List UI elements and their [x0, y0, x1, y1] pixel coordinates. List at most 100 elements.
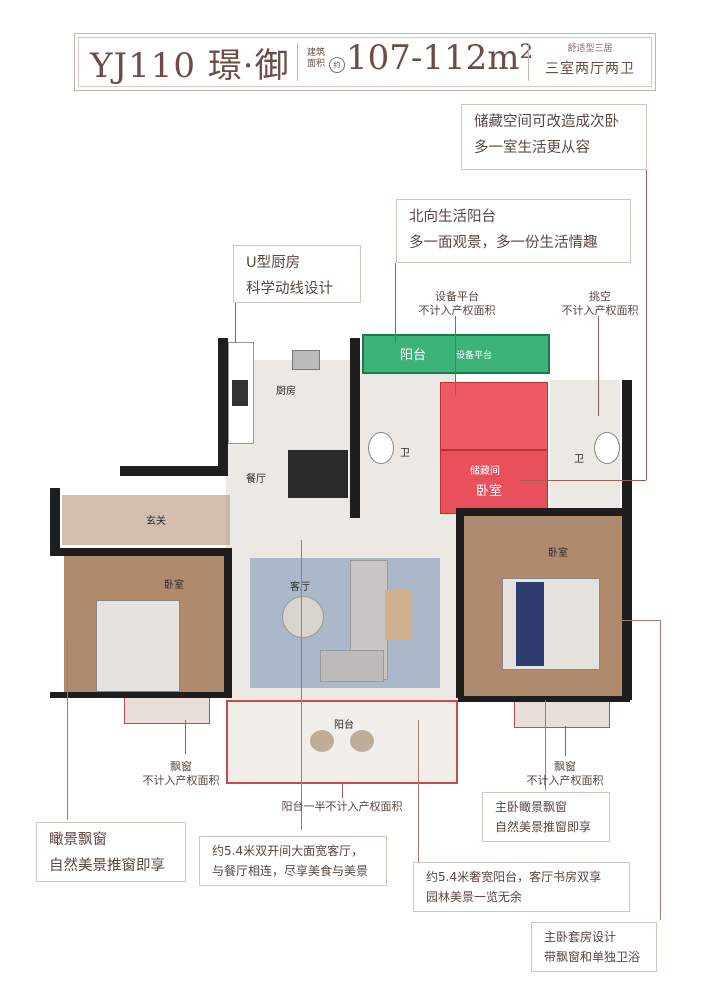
- unit-type: 舒适型三居: [567, 44, 613, 54]
- leader-line-balcony-bottom: [418, 720, 419, 870]
- kitchen-sink: [292, 350, 320, 370]
- callout-line-2: 带飘窗和单独卫浴: [544, 950, 641, 964]
- leader-line-equipment: [455, 316, 456, 396]
- storage-bedroom: [440, 450, 548, 514]
- foyer-label: 玄关: [146, 516, 166, 527]
- wall: [224, 548, 232, 698]
- bedroom-master-label: 卧室: [548, 548, 568, 559]
- leader-line-kitchen: [235, 303, 236, 343]
- area-label: 建筑面积: [307, 48, 326, 69]
- header-frame: [74, 33, 656, 91]
- bath-right-label: 卫: [574, 454, 584, 465]
- note-equipment-platform: 设备平台 不计入产权面积: [404, 290, 510, 318]
- leader-line-balcony: [395, 263, 396, 343]
- callout-line-2: 多一室生活更从容: [474, 140, 590, 156]
- callout-line-1: 北向生活阳台: [409, 209, 496, 225]
- callout-line-2: 科学动线设计: [246, 281, 333, 297]
- note-line-2: 不计入产权面积: [561, 304, 639, 317]
- leader-line-bay-left-2: [67, 640, 68, 820]
- wall: [120, 466, 228, 476]
- callout-line-1: 主卧瞰景飘窗: [495, 800, 568, 814]
- leader-line-storage: [646, 170, 647, 480]
- callout-line-2: 园林美景一览无余: [426, 890, 523, 904]
- unit-area: 107-112m²: [346, 38, 534, 78]
- callout-line-1: 主卧套房设计: [544, 930, 617, 944]
- dining-label: 餐厅: [246, 474, 266, 485]
- storage-label: 储藏间: [470, 466, 500, 477]
- kitchen-label: 厨房: [276, 386, 296, 397]
- unit-rooms: 三室两厅两卫: [545, 61, 635, 77]
- leader-line-living: [301, 540, 302, 830]
- wall: [350, 338, 360, 518]
- note-balcony-half: 阳台一半不计入产权面积: [281, 800, 403, 813]
- callout-line-2: 自然美景推窗即享: [495, 820, 592, 834]
- leader-line-storage-h: [520, 480, 646, 481]
- note-line-1: 飘窗: [170, 760, 192, 773]
- wall: [622, 380, 632, 700]
- balcony-chair: [310, 730, 334, 752]
- foyer-floor: [62, 495, 230, 545]
- wall: [50, 548, 230, 556]
- callout-line-1: 约5.4米双开间大面宽客厅，: [212, 844, 364, 858]
- bottom-balcony-label: 阳台: [334, 720, 354, 731]
- note-line-1: 挑空: [589, 290, 611, 303]
- wall: [50, 488, 60, 548]
- bay-window-right: [514, 700, 610, 728]
- top-balcony-label: 阳台: [400, 348, 427, 363]
- callout-kitchen: U型厨房 科学动线设计: [233, 245, 361, 303]
- note-line-1: 设备平台: [435, 290, 479, 303]
- wall: [218, 338, 228, 468]
- bed-master-throw: [516, 582, 544, 666]
- callout-living: 约5.4米双开间大面宽客厅， 与餐厅相连，尽享美食与美景: [199, 836, 387, 886]
- bed-left: [96, 600, 180, 692]
- coffee-table: [282, 596, 324, 638]
- note-line-2: 不计入产权面积: [418, 304, 496, 317]
- callout-line-1: 约5.4米奢宽阳台，客厅书房双享: [426, 870, 602, 884]
- cooktop: [232, 380, 248, 406]
- wall: [456, 508, 624, 516]
- note-line-2: 不计入产权面积: [526, 774, 604, 787]
- leader-line-balcony-half: [342, 784, 343, 798]
- toilet-left: [368, 432, 394, 464]
- bedroom-left-label: 卧室: [164, 580, 184, 591]
- note-line-1: 飘窗: [554, 760, 576, 773]
- callout-line-1: 瞰景飘窗: [49, 832, 107, 848]
- bath-left-label: 卫: [400, 448, 410, 459]
- leader-line-bay-right: [565, 726, 566, 756]
- note-line-2: 不计入产权面积: [142, 774, 220, 787]
- leader-line-master-bay: [545, 700, 546, 790]
- callout-north-balcony: 北向生活阳台 多一面观景，多一份生活情趣: [396, 199, 631, 263]
- callout-line-2: 多一面观景，多一份生活情趣: [409, 235, 598, 251]
- callout-line-1: U型厨房: [246, 255, 301, 271]
- callout-line-2: 与餐厅相连，尽享美食与美景: [212, 864, 369, 878]
- equipment-label: 设备平台: [456, 351, 493, 361]
- callout-master-suite: 主卧套房设计 带飘窗和单独卫浴: [531, 922, 657, 972]
- unit-code: YJ110 璟·御: [90, 46, 290, 86]
- leader-line-void: [598, 316, 599, 416]
- callout-bay-left: 瞰景飘窗 自然美景推窗即享: [36, 822, 186, 882]
- area-approx-badge: 约: [329, 57, 345, 73]
- header-divider: [297, 43, 298, 81]
- callout-line-1: 储藏空间可改造成次卧: [474, 114, 619, 130]
- living-label: 客厅: [290, 582, 310, 593]
- toilet-right: [594, 432, 620, 464]
- side-table: [385, 590, 411, 640]
- wall: [458, 696, 630, 702]
- dining-table: [288, 450, 348, 498]
- callout-master-bay: 主卧瞰景飘窗 自然美景推窗即享: [482, 792, 610, 842]
- floor-plan: 阳台 设备平台 储藏间 卧室 厨房 餐厅 客厅 玄关 卧室 卧室 卫 卫 阳台: [50, 320, 640, 800]
- leader-line-bay-left: [185, 720, 186, 754]
- balcony-chair: [350, 730, 374, 752]
- note-void: 挑空 不计入产权面积: [550, 290, 650, 318]
- header-divider: [528, 43, 529, 81]
- storage-bedroom-label: 卧室: [476, 484, 503, 499]
- bay-window-left: [124, 696, 210, 724]
- wall: [50, 692, 226, 698]
- sofa-chaise: [320, 650, 384, 682]
- leader-line-master: [660, 620, 661, 920]
- callout-line-2: 自然美景推窗即享: [49, 858, 165, 874]
- top-balcony: [362, 334, 550, 374]
- wall: [456, 508, 464, 698]
- note-bay-right: 飘窗 不计入产权面积: [500, 760, 630, 788]
- note-bay-left: 飘窗 不计入产权面积: [116, 760, 246, 788]
